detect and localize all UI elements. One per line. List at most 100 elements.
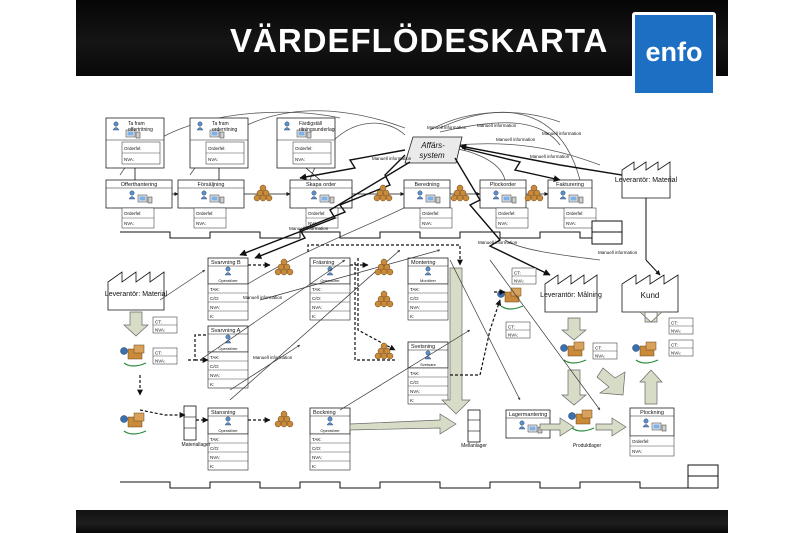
header-bar (76, 0, 728, 76)
operator-icon (424, 266, 432, 276)
operator-label: Svetsare (420, 362, 437, 367)
process-lagermantering: Lagermantering (505, 409, 551, 439)
delivery-icon (560, 341, 587, 364)
inventory-pile (373, 184, 393, 202)
ct-nva-box: CT:NVA: (668, 339, 694, 357)
co-label: C/O: (210, 364, 219, 369)
co-label: C/O: (210, 296, 219, 301)
nva-label: NVA: (632, 449, 642, 454)
computer-icon (425, 194, 441, 204)
k-label: K: (210, 314, 214, 319)
process-title: Ta fram (212, 121, 229, 127)
operator-icon (128, 190, 136, 200)
inventory-pile (450, 184, 470, 202)
nva-label: NVA: (155, 328, 165, 333)
orderfel-label: Orderfel: (124, 211, 142, 216)
affars-label-1: Affärs- (420, 141, 445, 150)
inventory-piles (253, 184, 544, 428)
operator-icon (326, 416, 334, 426)
process-title: Fakturering (556, 182, 584, 188)
nva-label: NVA: (210, 455, 220, 460)
process-title: Svarvning B (211, 260, 241, 266)
co-label: C/O: (410, 296, 419, 301)
inventory-pile (374, 258, 394, 276)
nva-label: NVA: (308, 221, 318, 226)
nva-label: NVA: (312, 305, 322, 310)
process-title: Lagermantering (509, 412, 548, 418)
operator-icon (559, 190, 567, 200)
tak-label: TAK: (312, 287, 322, 292)
nva-label: NVA: (312, 455, 322, 460)
process-title: Ta fram (128, 121, 145, 127)
ct-nva-box: CT:NVA: (505, 321, 531, 339)
transport-icons (120, 287, 659, 435)
info-lines-middle (159, 249, 601, 411)
inventory-pile (253, 184, 273, 202)
ct-label: CT: (514, 271, 521, 276)
orderfel-label: Orderfel: (196, 211, 214, 216)
produktlager-label: Produktlager (573, 443, 602, 449)
timeline-lower (120, 481, 690, 489)
process-subtitle: offertritning (128, 127, 153, 133)
manual-info-labels: Manuell information Manuell information … (243, 123, 638, 360)
manual-info-10: Manuell information (243, 295, 283, 300)
storage-mellanlager: Mellanlager (461, 409, 487, 449)
nva-label: NVA: (124, 221, 134, 226)
inventory-pile (374, 290, 394, 308)
ct-label: CT: (671, 321, 678, 326)
process-title: Plockorder (490, 182, 516, 188)
factory-leverantor-left: Leverantör: Material (105, 271, 168, 311)
nva-label: NVA: (295, 157, 305, 162)
inventory-pile (374, 342, 394, 360)
nva-label: NVA: (410, 305, 420, 310)
affarssystem: Affärs- system (404, 136, 463, 164)
inventory-pile (274, 410, 294, 428)
tak-label: TAK: (210, 355, 220, 360)
manual-info-2: Manuell information (477, 123, 517, 128)
leverantor-left-label: Leverantör: Material (105, 291, 168, 298)
inventory-pile (524, 184, 544, 202)
co-label: C/O: (210, 446, 219, 451)
computer-icon (319, 194, 335, 204)
orderfel-label: Orderfel: (422, 211, 440, 216)
computer-icon (651, 422, 667, 432)
tak-label: TAK: (410, 371, 420, 376)
kund-label: Kund (641, 291, 660, 300)
tak-label: TAK: (312, 437, 322, 442)
computer-icon (125, 129, 141, 139)
nva-label: NVA: (422, 221, 432, 226)
operator-icon (492, 190, 500, 200)
nva-label: NVA: (208, 157, 218, 162)
operator-icon (200, 190, 208, 200)
orderfel-label: Orderfel: (632, 439, 650, 444)
nva-label: NVA: (508, 333, 518, 338)
nva-label: NVA: (210, 373, 220, 378)
logo-text: enfo (645, 37, 703, 67)
factory-leverantor-top: Leverantör: Material (615, 161, 678, 199)
orderfel-label: Orderfel: (208, 146, 226, 151)
process-title: Svetsning (411, 344, 435, 350)
computer-icon (501, 194, 517, 204)
ct-nva-box: CT:NVA: (592, 342, 618, 360)
operator-label: Operatörer (218, 346, 238, 351)
leverantor-top-label: Leverantör: Material (615, 177, 678, 184)
k-label: K: (210, 464, 214, 469)
delivery-icon (497, 287, 524, 310)
operator-icon (112, 121, 120, 131)
lead-time-box-upper (591, 220, 623, 245)
nva-label: NVA: (410, 389, 420, 394)
timeline-upper (120, 231, 620, 239)
electronic-info-arrows (239, 143, 641, 276)
operator-icon (416, 190, 424, 200)
operator-icon (283, 121, 291, 131)
k-label: K: (312, 464, 316, 469)
process-title: Plockning (640, 410, 664, 416)
nva-label: NVA: (671, 329, 681, 334)
